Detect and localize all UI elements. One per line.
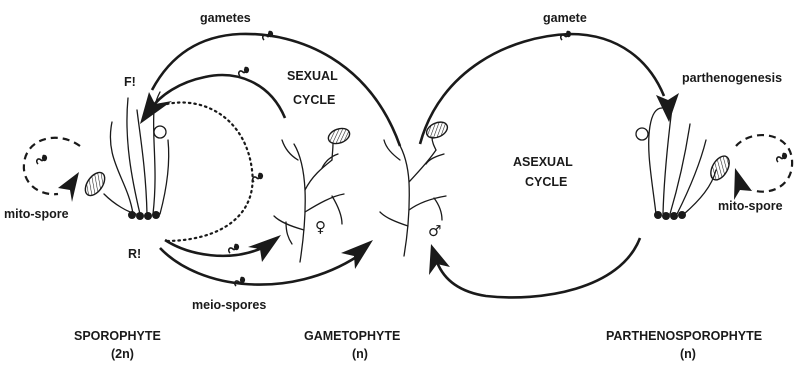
gametophyte-ploidy: (n): [352, 347, 368, 361]
gametes-outer-arc: [152, 34, 400, 146]
reduction-mark: R!: [128, 247, 141, 261]
arrowhead-to-sporophyte: [140, 92, 172, 124]
gametes-label: gametes: [200, 11, 251, 25]
meio-spores-lower-arc: [160, 248, 358, 285]
gamete-label: gamete: [543, 11, 587, 25]
arrowhead-return: [429, 244, 450, 275]
spore-icon: [777, 153, 787, 162]
fertilization-mark: F!: [124, 75, 136, 89]
male-symbol: ♂: [428, 222, 441, 240]
meio-spores-upper-arc: [165, 240, 262, 256]
mito-spore-label-right: mito-spore: [718, 199, 783, 213]
meio-spores-label: meio-spores: [192, 298, 266, 312]
spore-icon: [253, 173, 263, 182]
female-symbol: ♀: [315, 218, 326, 236]
parthenogenesis-arc: [420, 34, 664, 144]
arrowhead-parthenogenesis: [656, 93, 679, 122]
female-gametophyte-icon: [274, 126, 352, 262]
mito-spore-label-left: mito-spore: [4, 207, 69, 221]
sexual-cycle-label-line1: SEXUAL: [287, 69, 338, 83]
spore-icon: [239, 67, 249, 76]
asexual-cycle-label-line1: ASEXUAL: [513, 155, 573, 169]
meiosis-dotted-arc: [167, 102, 253, 241]
spore-icon: [229, 244, 239, 253]
sexual-cycle-label-line2: CYCLE: [293, 93, 335, 107]
parthenosporophyte-label: PARTHENOSPOROPHYTE: [606, 329, 762, 343]
arrowhead-mito-right: [734, 168, 752, 200]
arrowhead-mito-left: [58, 172, 79, 202]
parthenosporophyte-ploidy: (n): [680, 347, 696, 361]
sporophyte-ploidy: (2n): [111, 347, 134, 361]
asexual-cycle-label-line2: CYCLE: [525, 175, 567, 189]
arrowhead-meio-upper: [248, 235, 281, 262]
spore-icon: [37, 155, 47, 164]
sporophyte-label: SPOROPHYTE: [74, 329, 161, 343]
return-arc: [437, 238, 640, 297]
gametophyte-label: GAMETOPHYTE: [304, 329, 400, 343]
parthenogenesis-label: parthenogenesis: [682, 71, 782, 85]
gametes-inner-arc: [150, 75, 285, 118]
